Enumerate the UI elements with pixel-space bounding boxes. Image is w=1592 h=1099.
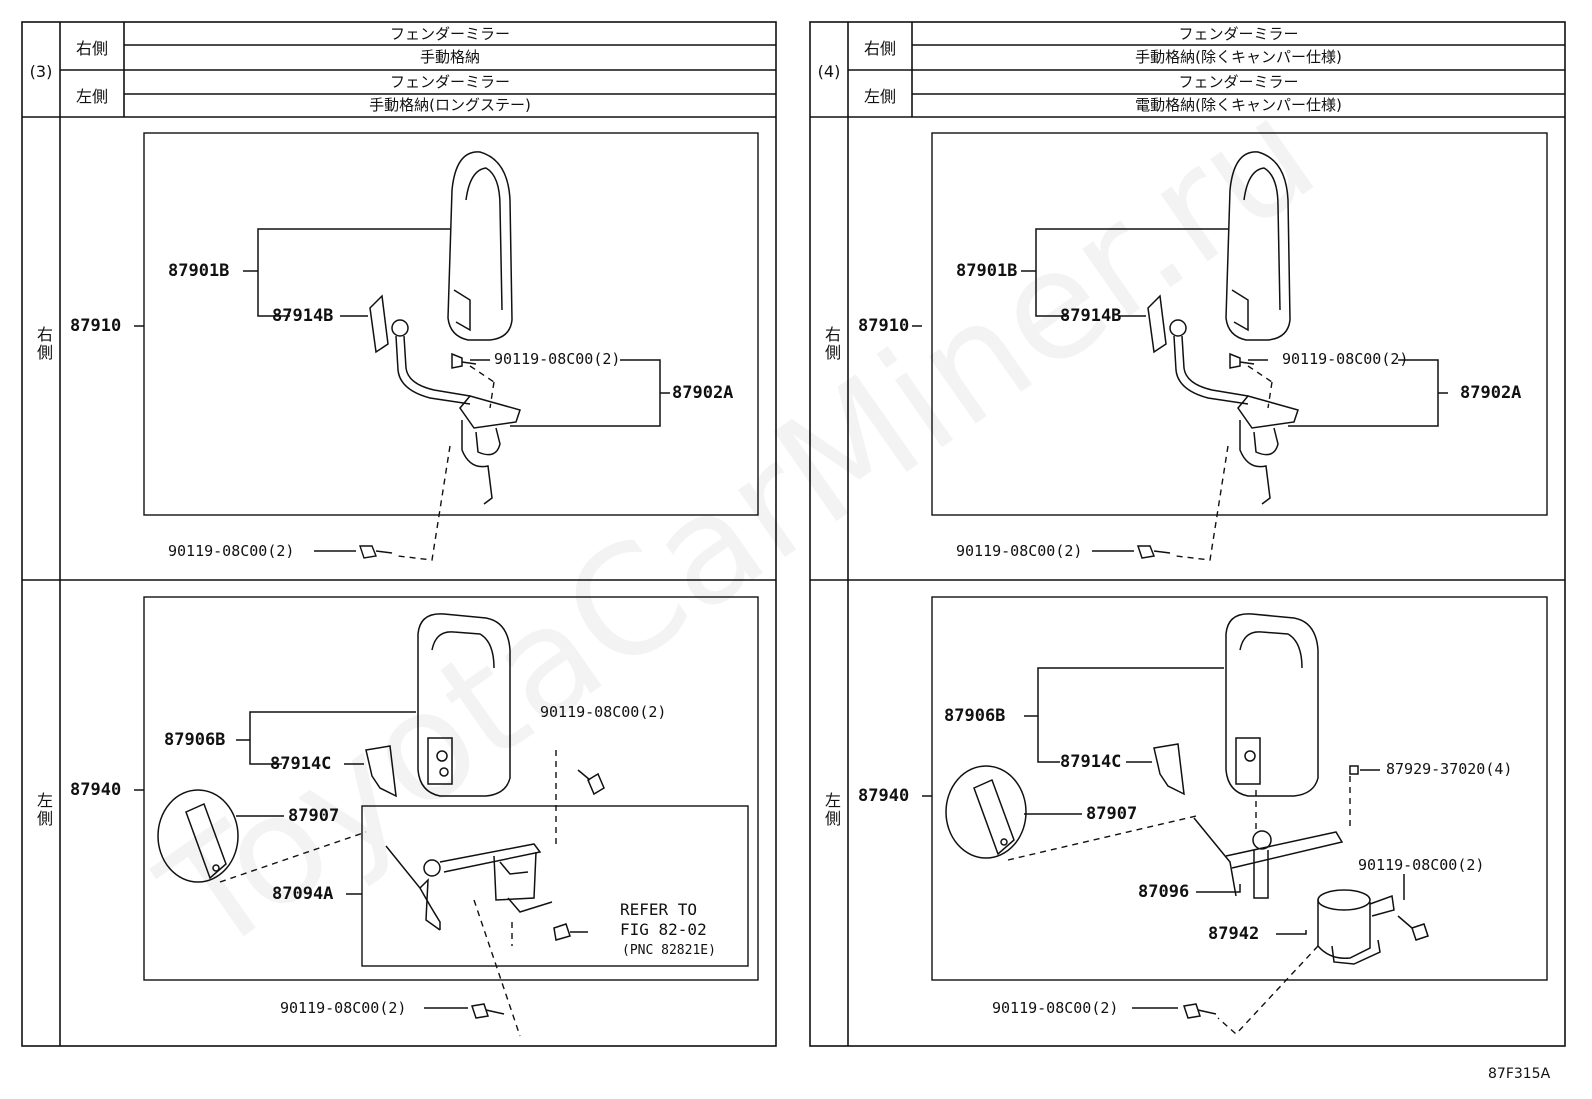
p3-part-87906B[interactable]: 87906B	[164, 730, 226, 750]
p4-part-bolt-mid[interactable]: 90119-08C00(2)	[1358, 856, 1485, 874]
panel-4-right-desc-1: フェンダーミラー	[1178, 25, 1299, 43]
p3-part-87914B[interactable]: 87914B	[272, 306, 334, 326]
panel-3-row-right: 右側	[34, 326, 53, 362]
figure-code: 87F315A	[1488, 1066, 1551, 1082]
p3-part-87094A[interactable]: 87094A	[272, 884, 334, 904]
p4-part-bolt-top[interactable]: 90119-08C00(2)	[1282, 350, 1409, 368]
p4-part-87096[interactable]: 87096	[1138, 882, 1190, 902]
p3-refer-line-2[interactable]: FIG 82-02	[620, 920, 707, 939]
panel-3-right-desc-2: 手動格納	[419, 48, 480, 66]
p3-part-bolt-top[interactable]: 90119-08C00(2)	[494, 350, 621, 368]
p3-part-87940[interactable]: 87940	[70, 780, 122, 800]
panel-4-right-label: 右側	[863, 39, 896, 58]
panel-3-index: (3)	[29, 62, 53, 81]
panel-3-right-label: 右側	[75, 39, 108, 58]
p3-part-87907[interactable]: 87907	[288, 806, 340, 826]
p3-part-87902A[interactable]: 87902A	[672, 383, 734, 403]
p3-right-mirror-drawing	[134, 151, 670, 552]
p4-part-87940[interactable]: 87940	[858, 786, 910, 806]
p4-part-87901B[interactable]: 87901B	[956, 261, 1018, 281]
p4-part-87906B[interactable]: 87906B	[944, 706, 1006, 726]
panel-3-row-left: 左側	[34, 792, 53, 828]
panel-3-right-desc-1: フェンダーミラー	[389, 25, 510, 43]
panel-3-left-label: 左側	[75, 87, 108, 106]
panel-4-frame	[809, 21, 1566, 1047]
panel-4-row-left: 左側	[822, 792, 841, 828]
p3-refer-line-3: (PNC 82821E)	[622, 943, 716, 958]
p3-part-87914C[interactable]: 87914C	[270, 754, 332, 774]
p4-right-mirror-drawing	[912, 151, 1448, 559]
p4-part-87914C[interactable]: 87914C	[1060, 752, 1122, 772]
p3-part-bolt-top-left[interactable]: 90119-08C00(2)	[540, 703, 667, 721]
p4-part-87942[interactable]: 87942	[1208, 924, 1260, 944]
panel-4-right-desc-2: 手動格納(除くキャンパー仕様)	[1135, 48, 1342, 66]
p3-part-87901B[interactable]: 87901B	[168, 261, 230, 281]
p4-part-87910[interactable]: 87910	[858, 316, 910, 336]
p4-part-bolt-bottom[interactable]: 90119-08C00(2)	[956, 542, 1083, 560]
panel-4-index: (4)	[817, 62, 841, 81]
p4-part-screw[interactable]: 87929-37020(4)	[1386, 760, 1513, 778]
p3-part-87910[interactable]: 87910	[70, 316, 122, 336]
panel-4-left-label: 左側	[863, 87, 896, 106]
p4-part-87902A[interactable]: 87902A	[1460, 383, 1522, 403]
p3-left-mirror-drawing	[134, 613, 605, 1019]
p4-part-87907[interactable]: 87907	[1086, 804, 1138, 824]
p3-part-bolt-bottom[interactable]: 90119-08C00(2)	[168, 542, 295, 560]
panel-3-left-desc-2: 手動格納(ロングステー)	[369, 96, 531, 114]
p3-part-bolt-bottom-left[interactable]: 90119-08C00(2)	[280, 999, 407, 1017]
panel-4-row-right: 右側	[822, 326, 841, 362]
p3-refer-line-1: REFER TO	[620, 900, 698, 919]
p4-left-mirror-drawing	[922, 613, 1429, 1019]
panel-4-left-desc-1: フェンダーミラー	[1178, 73, 1299, 91]
panel-3-left-desc-1: フェンダーミラー	[389, 73, 510, 91]
panel-4-left-desc-2: 電動格納(除くキャンパー仕様)	[1135, 96, 1342, 114]
p4-part-87914B[interactable]: 87914B	[1060, 306, 1122, 326]
panel-3-frame	[21, 21, 777, 1047]
p4-part-bolt-bottom-left[interactable]: 90119-08C00(2)	[992, 999, 1119, 1017]
